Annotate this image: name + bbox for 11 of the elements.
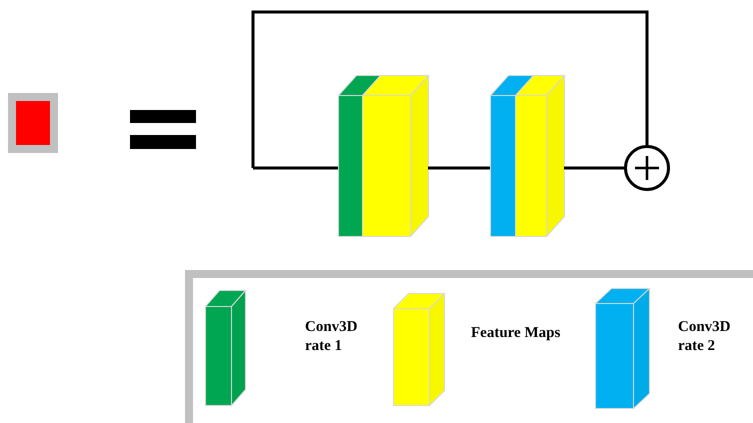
connector-line xyxy=(253,166,338,170)
legend-label: Feature Maps xyxy=(471,324,562,343)
conv-block xyxy=(490,75,566,237)
sum-circle xyxy=(624,145,670,191)
conv-block xyxy=(338,75,430,237)
connector-line xyxy=(428,166,490,170)
legend-label: Conv3D rate 2 xyxy=(678,318,732,356)
connector-line xyxy=(564,166,624,170)
input-square xyxy=(8,93,58,153)
legend-label: Conv3D rate 1 xyxy=(305,318,359,356)
connector-line xyxy=(252,10,648,168)
